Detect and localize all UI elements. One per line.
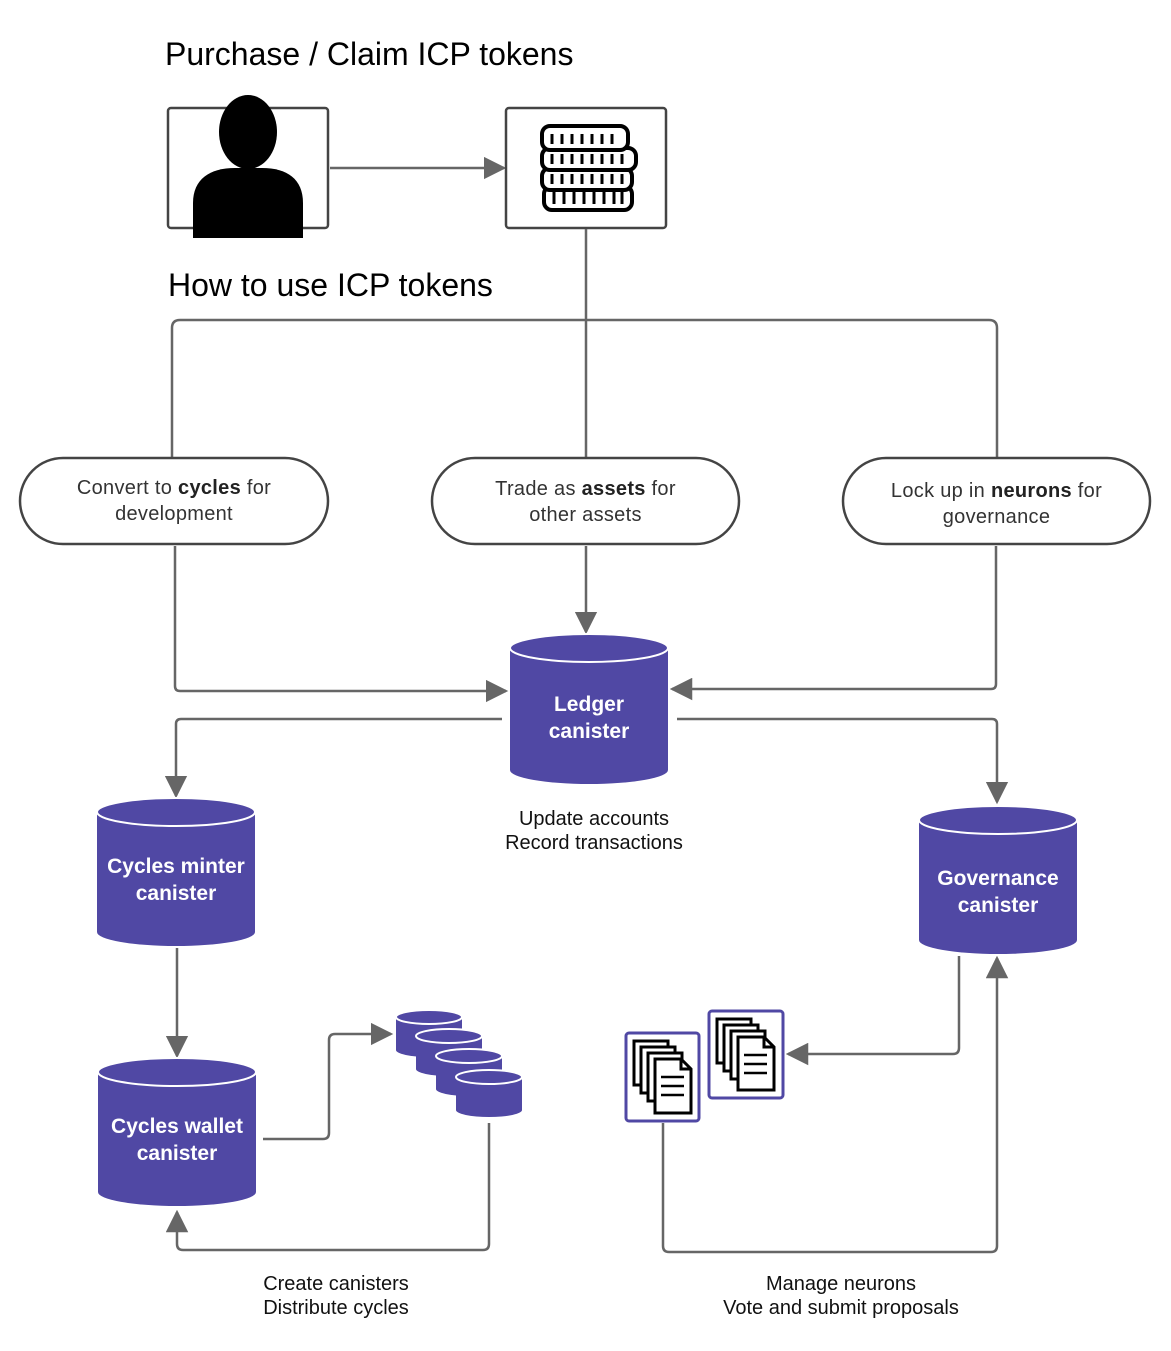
pill-assets (430, 456, 741, 546)
heading-how-to-use: How to use ICP tokens (168, 267, 493, 303)
governance-label-line2: canister (957, 894, 1039, 917)
caption-ledger-line1: Update accounts (518, 808, 670, 830)
governance-canister-label: Governance canister (919, 865, 1077, 919)
use-assets-line2: other assets (529, 504, 642, 526)
use-assets-pre: Trade as (495, 478, 582, 500)
connector-wallet-canisters (165, 1022, 491, 1252)
heading-purchase: Purchase / Claim ICP tokens (165, 36, 574, 72)
database-stack-icon (395, 1009, 523, 1117)
wallet-label-line1: Cycles wallet (111, 1115, 243, 1138)
connector-ledger-to-canisters (164, 717, 1009, 805)
caption-wallet-line1: Create canisters (263, 1273, 409, 1295)
document-stack-icon (707, 1009, 785, 1100)
use-neurons-label: Lock up in neurons for governance (843, 478, 1150, 530)
caption-governance: Manage neurons Vote and submit proposals (691, 1272, 991, 1320)
use-neurons-bold: neurons (990, 480, 1072, 502)
connector-pills-to-ledger (173, 546, 998, 703)
cycles-wallet-canister (97, 1057, 257, 1206)
ledger-label-line2: canister (548, 720, 630, 743)
governance-label-line1: Governance (937, 867, 1059, 890)
ledger-canister (509, 633, 669, 784)
ledger-canister-label: Ledger canister (510, 691, 668, 745)
pill-cycles (18, 456, 330, 546)
minter-label-line2: canister (135, 882, 217, 905)
caption-wallet: Create canisters Distribute cycles (226, 1272, 446, 1320)
use-cycles-bold: cycles (178, 477, 241, 499)
coins-icon (540, 124, 638, 212)
use-assets-label: Trade as assets for other assets (432, 476, 739, 528)
use-cycles-post: for (241, 477, 272, 499)
connector-governance-proposals (661, 955, 1009, 1254)
use-neurons-line2: governance (942, 506, 1051, 528)
governance-canister (918, 805, 1078, 954)
ledger-label-line1: Ledger (553, 693, 624, 716)
person-icon (193, 95, 303, 238)
caption-ledger: Update accounts Record transactions (474, 807, 714, 855)
user-box (166, 95, 330, 238)
cycles-wallet-label: Cycles wallet canister (90, 1113, 264, 1167)
use-assets-post: for (645, 478, 676, 500)
caption-governance-line1: Manage neurons (765, 1273, 917, 1295)
cycles-minter-label: Cycles minter canister (90, 853, 262, 907)
cycles-minter-canister (96, 797, 256, 946)
document-stack-icon (624, 1031, 701, 1123)
coins-box (504, 106, 668, 230)
use-cycles-label: Convert to cycles for development (20, 475, 328, 527)
caption-wallet-line2: Distribute cycles (263, 1297, 409, 1319)
pill-neurons (841, 456, 1152, 546)
connector-distribution (170, 229, 999, 458)
use-neurons-post: for (1071, 480, 1103, 502)
mini-canister (455, 1069, 523, 1117)
use-assets-bold: assets (581, 478, 646, 500)
caption-governance-line2: Vote and submit proposals (723, 1297, 959, 1319)
use-cycles-line2: development (115, 503, 233, 525)
wallet-label-line2: canister (136, 1142, 218, 1165)
caption-ledger-line2: Record transactions (505, 832, 683, 854)
minter-label-line1: Cycles minter (107, 855, 245, 878)
use-neurons-pre: Lock up in (890, 480, 991, 502)
use-cycles-pre: Convert to (76, 477, 179, 499)
